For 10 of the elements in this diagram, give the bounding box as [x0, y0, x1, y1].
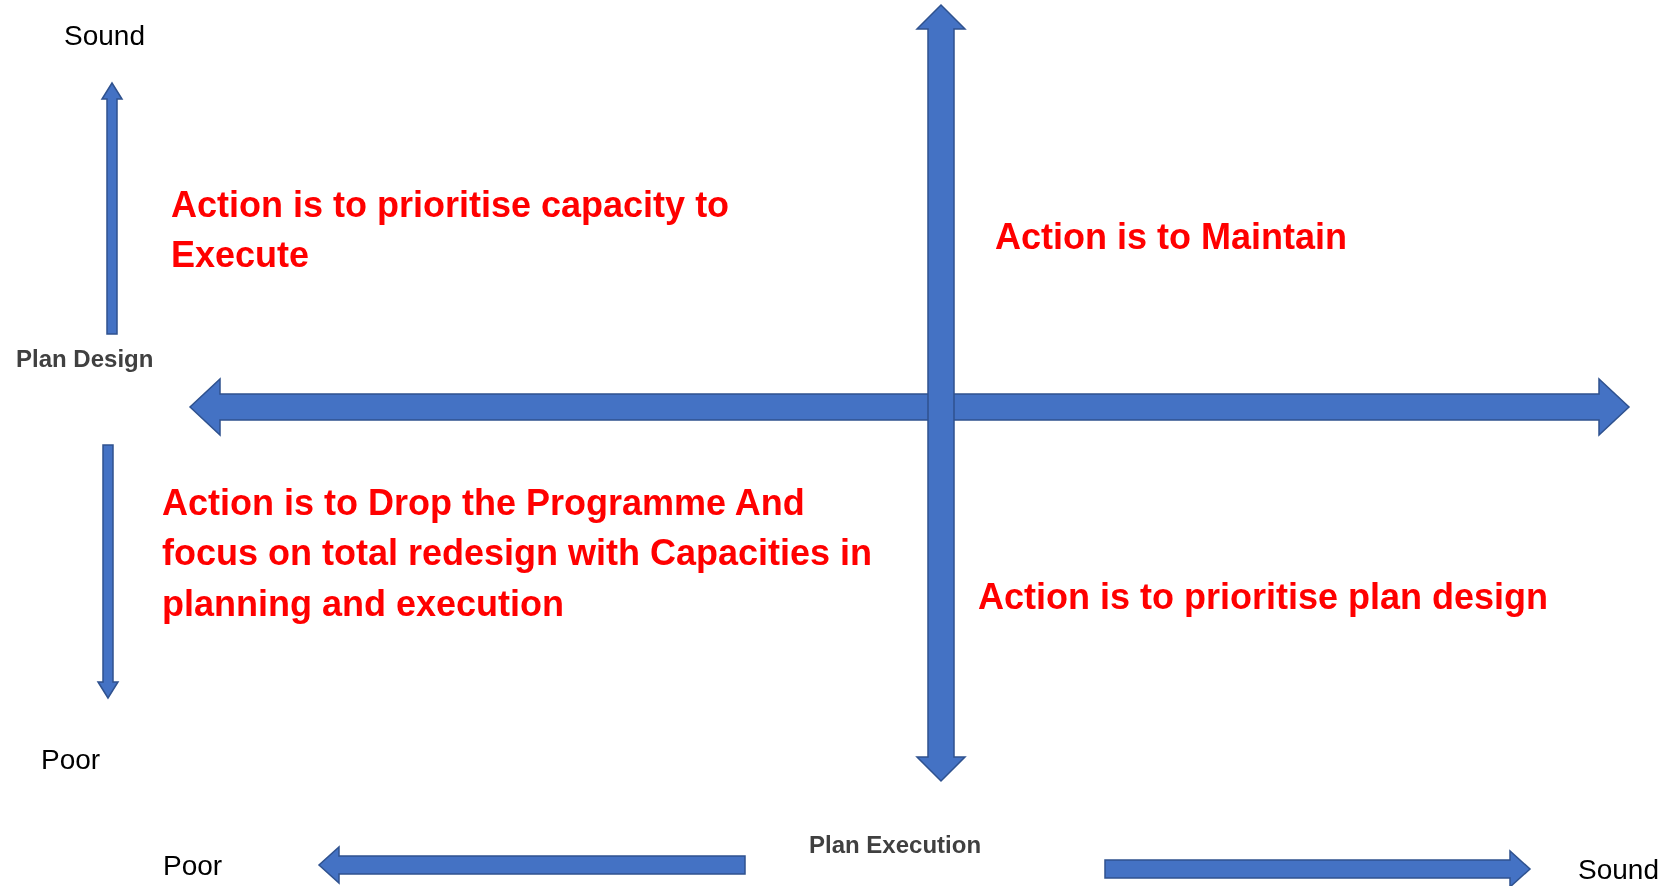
- quadrant-action-text: Action is to prioritise plan design: [978, 575, 1549, 619]
- axis-title: Plan Design: [16, 344, 154, 374]
- axis-end-label: Poor: [41, 743, 101, 777]
- axis-end-label: Sound: [64, 19, 145, 53]
- quadrant-action-text: Action is to Drop the Programme And focus on total redesign with Capacities in planning and execution: [162, 481, 874, 626]
- axis-title: Plan Execution: [809, 830, 982, 860]
- quadrant-action-text: Action is to prioritise capacity to Execute: [171, 183, 731, 278]
- quadrant-action-text: Action is to Maintain: [995, 215, 1347, 259]
- axis-end-label: Sound: [1578, 853, 1659, 886]
- axis-end-label: Poor: [163, 849, 223, 883]
